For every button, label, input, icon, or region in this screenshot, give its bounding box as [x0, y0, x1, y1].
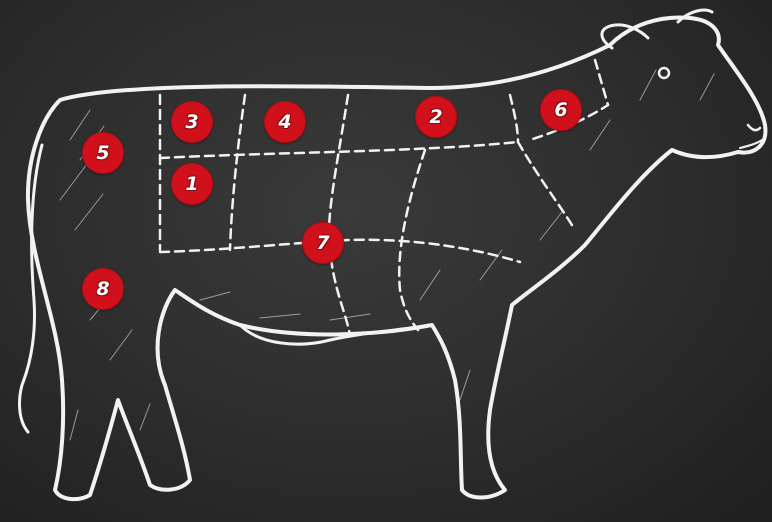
cow-ear: [602, 25, 648, 48]
cut-badge-8-label: 8: [96, 278, 109, 300]
cut-badge-6-label: 6: [554, 99, 567, 121]
cut-badge-1[interactable]: 1: [171, 163, 213, 205]
cow-nostril: [748, 125, 760, 130]
cut-badge-4[interactable]: 4: [264, 101, 306, 143]
cut-badge-1-label: 1: [185, 173, 198, 195]
cut-badge-2[interactable]: 2: [415, 96, 457, 138]
cut-badge-8[interactable]: 8: [82, 268, 124, 310]
cow-tail: [20, 145, 42, 432]
cut-badge-6[interactable]: 6: [540, 89, 582, 131]
cut-badge-3[interactable]: 3: [171, 101, 213, 143]
cut-badge-5[interactable]: 5: [82, 132, 124, 174]
cow-shading: [60, 70, 714, 440]
cut-badge-4-label: 4: [278, 111, 291, 133]
cut-badge-7-label: 7: [316, 232, 329, 254]
cow-eye: [659, 68, 669, 78]
cut-badge-2-label: 2: [429, 106, 442, 128]
cow-body-outline: [28, 17, 765, 499]
cut-badge-3-label: 3: [185, 111, 198, 133]
cut-badge-7[interactable]: 7: [302, 222, 344, 264]
cut-line-neck: [518, 142, 575, 230]
cut-line-mid-1: [329, 95, 350, 335]
cut-badge-5-label: 5: [96, 142, 109, 164]
cut-line-ribs: [230, 95, 245, 250]
cut-line-chuck-left: [510, 95, 518, 142]
